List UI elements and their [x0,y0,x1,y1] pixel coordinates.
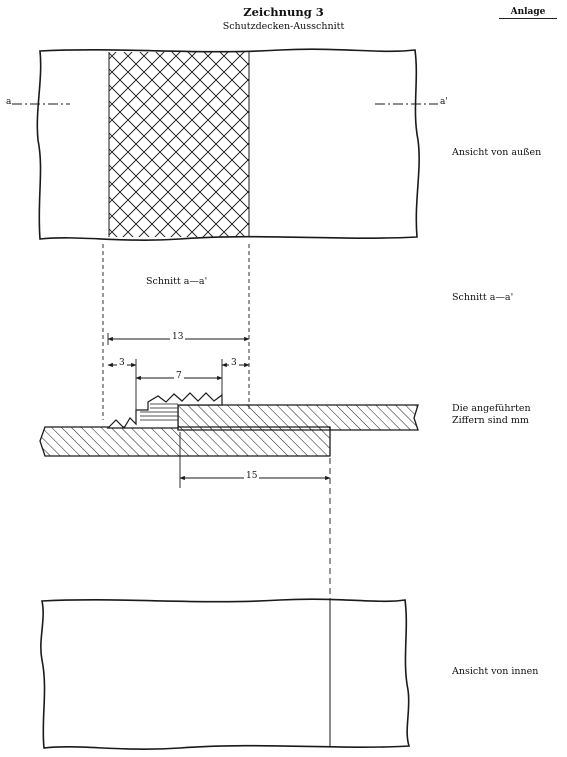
outer-view-panel [36,48,420,241]
appendix-label: Anlage [499,7,557,19]
section-profile [39,392,419,457]
section-label-inner: Schnitt a—a' [146,276,208,287]
dimension-label-15: 15 [244,471,260,481]
dimension-label-3-right: 3 [229,358,239,368]
dimension-label-7: 7 [174,371,184,381]
section-marker-left: a [6,97,12,107]
dimension-label-3-left: 3 [117,358,127,368]
label-outer-view: Ansicht von außen [452,147,542,158]
label-inner-view: Ansicht von innen [452,666,539,677]
inner-view-panel [40,598,411,750]
label-units-note: Die angeführten Ziffern sind mm [452,403,531,427]
units-note-line-1: Die angeführten [452,403,531,414]
dimension-label-13: 13 [170,332,186,342]
drawing-title: Zeichnung 3 [243,5,324,19]
units-note-line-2: Ziffern sind mm [452,415,529,426]
drawing-subtitle: Schutzdecken-Ausschnitt [222,21,345,32]
label-section: Schnitt a—a' [452,292,514,303]
projection-lines [102,244,250,420]
dimension-15 [179,432,331,600]
section-marker-right: a' [440,97,448,107]
